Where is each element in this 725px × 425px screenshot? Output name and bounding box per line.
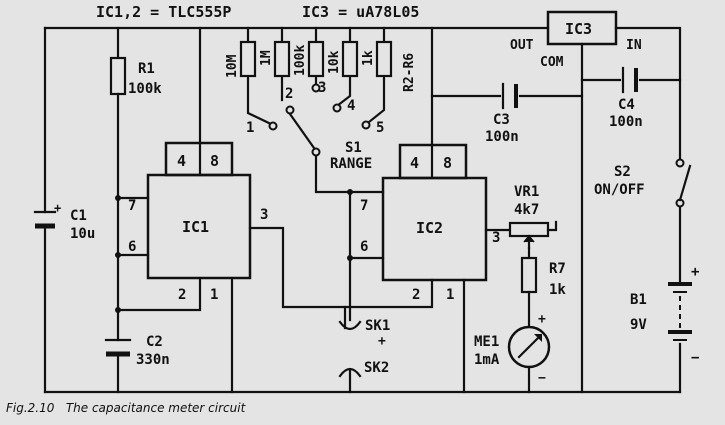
s1-name: S1 bbox=[345, 140, 362, 156]
c1-name: C1 bbox=[70, 208, 87, 224]
range-r-label-0: 10M bbox=[225, 54, 240, 78]
r5-resistor bbox=[341, 40, 359, 78]
junction-ic2-pin7 bbox=[347, 189, 353, 195]
s1-wiper-pivot bbox=[311, 147, 321, 157]
r1-name: R1 bbox=[138, 61, 155, 77]
b1-minus-mark: − bbox=[691, 350, 699, 366]
s1-pos-1: 1 bbox=[246, 120, 254, 136]
range-group-label: R2-R6 bbox=[402, 53, 417, 92]
ic1-name: IC1 bbox=[182, 218, 209, 236]
s1-contact-2 bbox=[285, 105, 295, 115]
c4-value: 100n bbox=[609, 114, 643, 130]
ic2-pin4-label: 4 bbox=[410, 154, 419, 172]
ic3-out-label: OUT bbox=[510, 38, 534, 53]
r6-resistor bbox=[375, 40, 393, 78]
s2-lever bbox=[678, 164, 692, 202]
sk1-label: SK1 bbox=[365, 318, 390, 334]
junction-ic2-pin6 bbox=[347, 255, 353, 261]
s1-contact-1 bbox=[268, 121, 278, 131]
s1-pos-4: 4 bbox=[347, 98, 355, 114]
s1-contact-4 bbox=[332, 103, 342, 113]
ic3-type-label: IC3 = uA78L05 bbox=[302, 3, 419, 21]
s2-name: S2 bbox=[614, 164, 631, 180]
c3-value: 100n bbox=[485, 129, 519, 145]
ic1-pin1-label: 1 bbox=[210, 287, 218, 303]
range-r-label-3: 10k bbox=[327, 50, 342, 74]
b1-name: B1 bbox=[630, 292, 647, 308]
r3-resistor bbox=[273, 40, 291, 78]
r4-resistor bbox=[307, 40, 325, 78]
c4-name: C4 bbox=[618, 97, 635, 113]
s1-common-net bbox=[314, 154, 385, 194]
ic1-pin7-label: 7 bbox=[128, 198, 136, 214]
ic1-pin3-label: 3 bbox=[260, 207, 268, 223]
ic2-pin6-label: 6 bbox=[360, 239, 368, 255]
me1-value: 1mA bbox=[474, 352, 500, 368]
r7-value: 1k bbox=[549, 282, 566, 298]
ic3-input-lead bbox=[614, 26, 682, 162]
s1-contact-5 bbox=[361, 120, 371, 130]
ic2-pin7-label: 7 bbox=[360, 198, 368, 214]
ic2-pin2-net bbox=[343, 278, 434, 309]
ic1-pin2-net bbox=[116, 276, 202, 312]
r2-resistor bbox=[239, 40, 257, 78]
range-r-label-1: 1M bbox=[259, 50, 274, 66]
vr1-name: VR1 bbox=[514, 184, 539, 200]
r7-name: R7 bbox=[549, 261, 566, 277]
b1-plus-mark: + bbox=[691, 264, 699, 280]
c2-name: C2 bbox=[146, 334, 163, 350]
me1-name: ME1 bbox=[474, 334, 499, 350]
s1-wiper bbox=[288, 112, 316, 150]
range-r-label-4: 1k bbox=[361, 50, 376, 66]
ic3-name: IC3 bbox=[565, 20, 592, 38]
ic1-pin2-label: 2 bbox=[178, 287, 186, 303]
ic2-name: IC2 bbox=[416, 219, 443, 237]
c3-name: C3 bbox=[493, 112, 510, 128]
b1-value: 9V bbox=[630, 317, 647, 333]
c1-plus-mark: + bbox=[54, 201, 61, 215]
vr1-value: 4k7 bbox=[514, 202, 539, 218]
sk1-socket bbox=[338, 320, 362, 331]
me1-needle-arrow bbox=[534, 334, 542, 342]
ic1-pin4-label: 4 bbox=[177, 152, 186, 170]
range-resistor-bank bbox=[239, 26, 393, 126]
ic1-pin8-label: 8 bbox=[210, 152, 219, 170]
r1-resistor bbox=[109, 56, 127, 96]
vr1-preset bbox=[508, 221, 550, 238]
s1-pos-5: 5 bbox=[376, 120, 384, 136]
s1-label: RANGE bbox=[330, 156, 372, 172]
ic2-pin2-label: 2 bbox=[412, 287, 420, 303]
sk2-label: SK2 bbox=[364, 360, 389, 376]
ic1-pin6-label: 6 bbox=[128, 239, 136, 255]
sk1-plus-mark: + bbox=[378, 334, 386, 349]
ic2-pin1-label: 1 bbox=[446, 287, 454, 303]
s2-contact-top bbox=[675, 158, 685, 168]
vr1-wiper-arrow bbox=[523, 234, 535, 243]
range-r-label-2: 100k bbox=[293, 45, 308, 76]
me1-minus-mark: − bbox=[538, 371, 546, 386]
s1-contact-3 bbox=[311, 83, 321, 93]
ic2-pin3-label: 3 bbox=[492, 230, 500, 246]
vr1-lead-out bbox=[546, 220, 558, 232]
ic3-com-label: COM bbox=[540, 55, 564, 70]
c2-value: 330n bbox=[136, 352, 170, 368]
s1-pos-2: 2 bbox=[285, 86, 293, 102]
c1-value: 10u bbox=[70, 226, 95, 242]
ic1-output-net bbox=[248, 226, 347, 330]
figure-caption: Fig.2.10 The capacitance meter circuit bbox=[6, 401, 246, 415]
me1-plus-mark: + bbox=[538, 312, 546, 327]
ic3-in-label: IN bbox=[626, 38, 642, 53]
s2-label: ON/OFF bbox=[594, 182, 645, 198]
r1-value: 100k bbox=[128, 81, 162, 97]
s1-pos-3: 3 bbox=[318, 80, 326, 96]
junction-c2 bbox=[115, 307, 121, 313]
me1-needle bbox=[517, 334, 542, 359]
ic2-pin8-label: 8 bbox=[443, 154, 452, 172]
r7-resistor bbox=[520, 256, 538, 294]
ic12-type-label: IC1,2 = TLC555P bbox=[96, 3, 231, 21]
